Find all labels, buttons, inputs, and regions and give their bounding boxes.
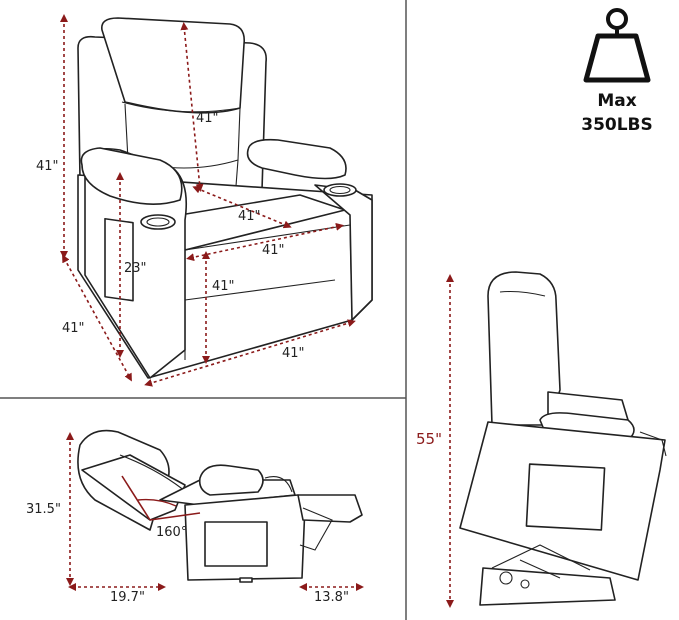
weight-limit-label: 350LBS bbox=[581, 115, 653, 135]
back-clearance-label: 19.7" bbox=[110, 590, 145, 605]
armrest-height-label: 23" bbox=[124, 261, 147, 276]
recline-angle-label: 160° bbox=[156, 525, 187, 540]
seat-width-label: 41" bbox=[262, 243, 285, 258]
lift-height-label: 55" bbox=[416, 430, 442, 448]
front-view-chair bbox=[77, 17, 373, 379]
lift-view-chair bbox=[459, 271, 667, 606]
lift-view-dimensions: 55" bbox=[416, 274, 454, 608]
weight-icon bbox=[583, 8, 651, 83]
max-label: Max bbox=[597, 91, 636, 111]
weight-capacity-badge: Max 350LBS bbox=[581, 8, 653, 135]
panel-dividers bbox=[0, 0, 407, 620]
reclined-height-label: 31.5" bbox=[26, 502, 61, 517]
overall-depth-label: 41" bbox=[62, 321, 85, 336]
reclined-view-chair bbox=[77, 429, 363, 583]
front-view-dimensions: 41" 41" 41" 41" 23" 41" 41" 41" bbox=[36, 14, 356, 387]
seat-depth-label: 41" bbox=[238, 209, 261, 224]
overall-height-label: 41" bbox=[36, 159, 59, 174]
reclined-view-dimensions: 31.5" 160° 19.7" 13.8" bbox=[26, 432, 364, 605]
seat-height-label: 41" bbox=[212, 279, 235, 294]
back-height-label: 41" bbox=[196, 111, 219, 126]
footrest-extension-label: 13.8" bbox=[314, 590, 349, 605]
overall-width-label: 41" bbox=[282, 346, 305, 361]
